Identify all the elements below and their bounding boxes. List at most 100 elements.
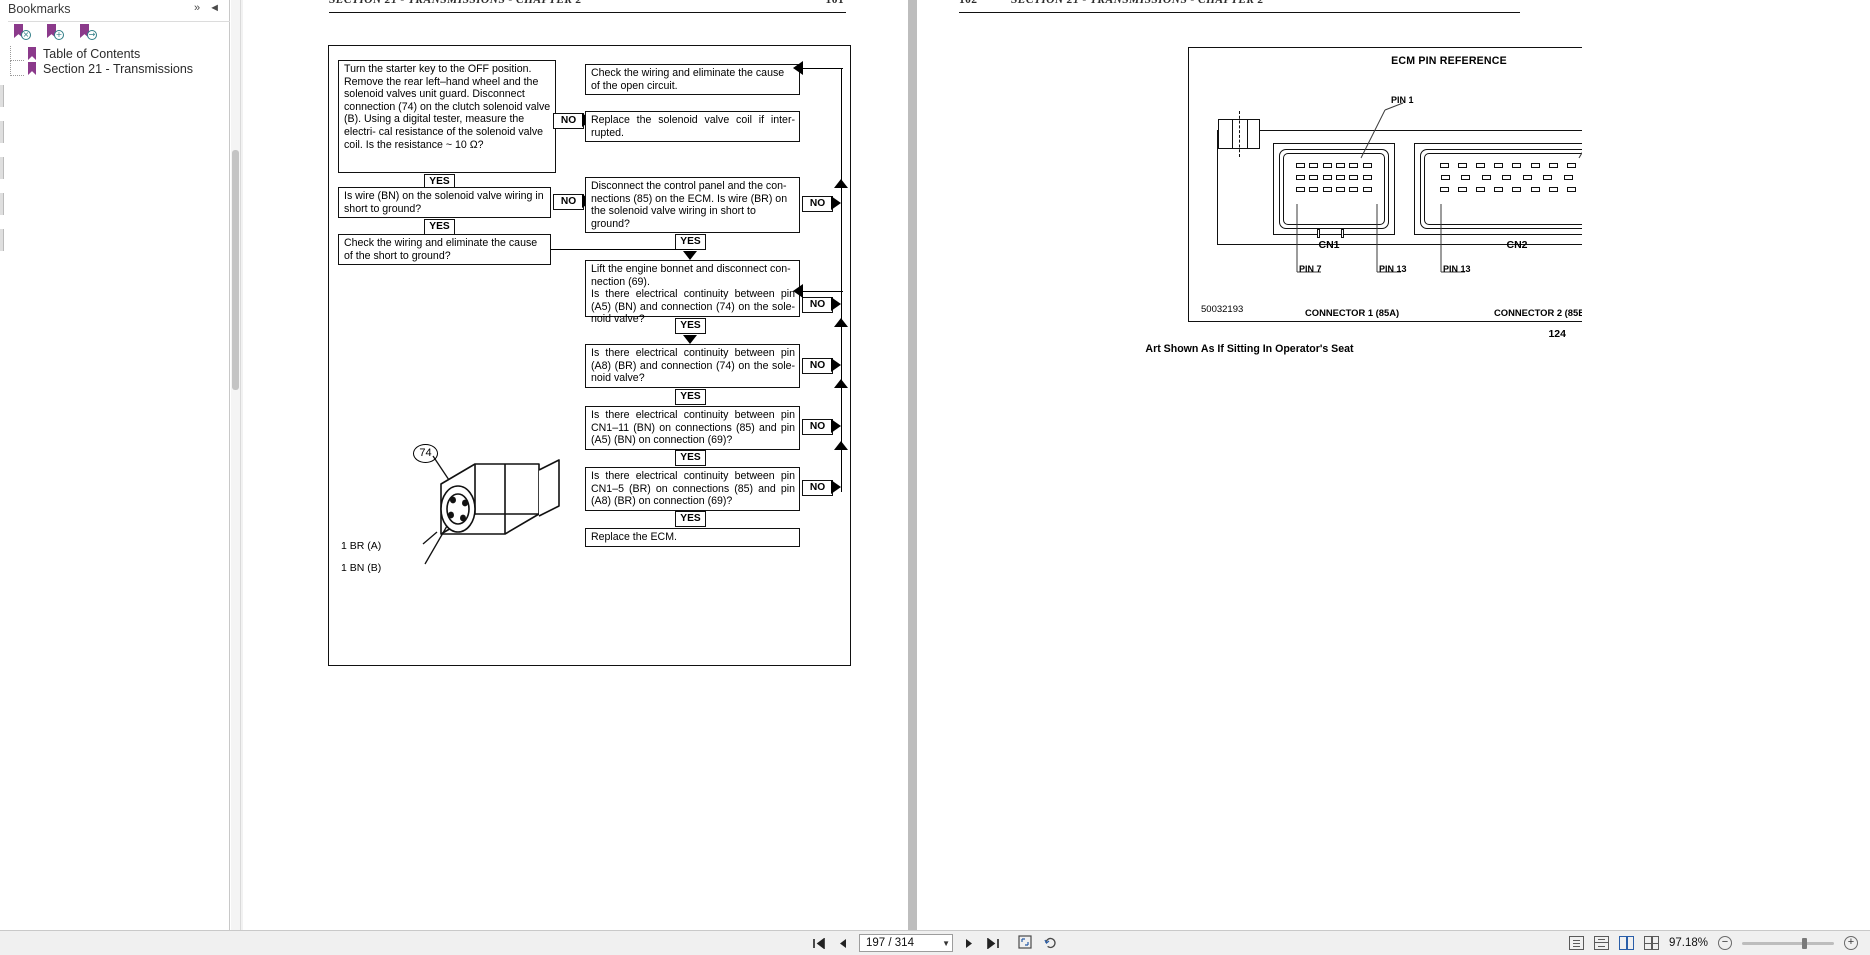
zoom-slider-handle[interactable] <box>1802 937 1807 949</box>
flow-box-check-wiring-short: Check the wiring and eliminate the cause… <box>338 234 551 265</box>
bookmarks-panel: Bookmarks » ◄ × + → Table of Contents <box>0 0 230 930</box>
facing-pages-view-icon[interactable] <box>1618 936 1634 950</box>
flow-tag-no-2: NO <box>553 194 584 210</box>
connector2-caption: CONNECTOR 2 (85B) <box>1494 307 1589 318</box>
scrollbar-thumb[interactable] <box>232 150 239 390</box>
connector-cn2-pin-grid <box>1435 163 1599 215</box>
bookmark-item-table-of-contents[interactable]: Table of Contents <box>8 46 228 61</box>
pin <box>1349 187 1359 192</box>
cn1-foot <box>1317 229 1320 238</box>
connector-cn1-label: CN1 <box>1318 239 1340 251</box>
document-view[interactable]: SECTION 21 - TRANSMISSIONS - CHAPTER 2 1… <box>231 0 1870 930</box>
ecm-figure-title: ECM PIN REFERENCE <box>1391 55 1507 67</box>
arrow-right-icon <box>831 358 841 372</box>
arrow-right-icon <box>831 419 841 433</box>
bookmark-item-section-21[interactable]: Section 21 - Transmissions <box>8 61 228 76</box>
pin <box>1512 163 1522 168</box>
pin-row <box>1435 187 1599 192</box>
side-tab-attachments[interactable] <box>0 193 4 215</box>
side-tab-layers[interactable] <box>0 157 4 179</box>
flow-tag-no-4: NO <box>802 297 833 313</box>
pin <box>1548 187 1558 192</box>
bookmark-flag-icon <box>28 47 36 60</box>
flow-box-lift-bonnet: Lift the engine bonnet and disconnect co… <box>585 260 800 325</box>
next-page-icon[interactable] <box>962 935 977 951</box>
flow-tag-yes-2: YES <box>424 219 455 235</box>
connector1-caption: CONNECTOR 1 (85A) <box>1305 307 1400 318</box>
zoom-slider[interactable] <box>1742 937 1834 949</box>
pin <box>1476 163 1486 168</box>
bookmark-label: Table of Contents <box>43 46 141 61</box>
rotate-view-icon[interactable] <box>1043 935 1059 951</box>
pin <box>1439 187 1449 192</box>
connector-drawing-svg <box>422 455 560 565</box>
flow-box-replace-coil: Replace the solenoid valve coil if inter… <box>585 111 800 142</box>
chevron-down-icon[interactable]: ▼ <box>942 938 950 948</box>
zoom-level-value: 97.18% <box>1668 937 1708 949</box>
zoom-out-icon[interactable]: − <box>1718 936 1732 950</box>
last-page-icon[interactable] <box>986 935 1001 951</box>
page-number-field[interactable]: 197 / 314 ▼ <box>859 934 953 952</box>
pin <box>1322 187 1332 192</box>
connector-cn1-bezel <box>1279 149 1389 229</box>
pin <box>1567 187 1577 192</box>
pin <box>1440 175 1450 180</box>
pin <box>1457 163 1467 168</box>
arrow-right-icon <box>831 297 841 311</box>
flow-tag-yes-3: YES <box>675 234 706 250</box>
delete-bookmark-icon[interactable]: × <box>14 24 31 41</box>
arrow-down-icon <box>683 251 697 260</box>
flag-shape <box>47 24 56 38</box>
arrow-left-icon <box>793 284 803 298</box>
pin <box>1439 163 1449 168</box>
zoom-in-icon[interactable]: + <box>1844 936 1858 950</box>
flow-tag-yes-4: YES <box>675 318 706 334</box>
goto-bookmark-icon[interactable]: → <box>80 24 97 41</box>
connector-cn1 <box>1273 143 1395 235</box>
first-page-icon[interactable] <box>811 935 826 951</box>
goto-badge: → <box>87 30 97 40</box>
bookmarks-title: Bookmarks <box>8 2 71 16</box>
bookmarks-list: Table of Contents Section 21 - Transmiss… <box>8 46 228 76</box>
pin <box>1502 175 1512 180</box>
flow-box-continuity-cn1-11: Is there electrical continuity between p… <box>585 406 800 450</box>
tree-connector-icon <box>10 46 24 61</box>
flag-shape <box>14 24 23 38</box>
previous-page-icon[interactable] <box>835 935 850 951</box>
collapse-panel-icon[interactable]: » ◄ <box>193 2 223 14</box>
pin <box>1481 175 1491 180</box>
continuous-scroll-icon[interactable] <box>1593 936 1609 950</box>
bookmark-label: Section 21 - Transmissions <box>43 61 194 76</box>
arrow-right-icon <box>831 196 841 210</box>
pin <box>1336 187 1346 192</box>
flow-box-wire-bn-short: Is wire (BN) on the solenoid valve wirin… <box>338 187 551 218</box>
pin <box>1296 163 1306 168</box>
pin <box>1336 175 1346 180</box>
bottom-toolbar: 197 / 314 ▼ <box>0 930 1870 955</box>
lead-label-bn: 1 BN (B) <box>341 562 382 574</box>
bookmark-flag-icon <box>28 62 36 75</box>
flow-tag-yes-5: YES <box>675 389 706 405</box>
side-tab-thumbnails[interactable] <box>0 85 4 107</box>
delete-badge: × <box>21 30 31 40</box>
side-tab-bookmarks[interactable] <box>0 121 4 143</box>
pin <box>1530 163 1540 168</box>
pin <box>1522 175 1532 180</box>
flow-tag-yes-6: YES <box>675 450 706 466</box>
tab-divider <box>1247 120 1248 148</box>
figure-note: Art Shown As If Sitting In Operator's Se… <box>1145 343 1354 355</box>
pin <box>1362 163 1372 168</box>
page-left: SECTION 21 - TRANSMISSIONS - CHAPTER 2 1… <box>243 0 908 930</box>
cn2-pin13-label: PIN 13 <box>1443 264 1471 274</box>
side-tab-comments[interactable] <box>0 229 4 251</box>
single-page-view-icon[interactable] <box>1568 936 1584 950</box>
fit-page-icon[interactable] <box>1018 935 1034 951</box>
new-bookmark-icon[interactable]: + <box>47 24 64 41</box>
tab-centerline <box>1239 111 1240 157</box>
flow-box-continuity-a8: Is there electrical continuity between p… <box>585 344 800 388</box>
vertical-scrollbar[interactable] <box>231 0 241 930</box>
pin <box>1530 187 1540 192</box>
pin <box>1494 187 1504 192</box>
facing-continuous-view-icon[interactable] <box>1643 936 1659 950</box>
